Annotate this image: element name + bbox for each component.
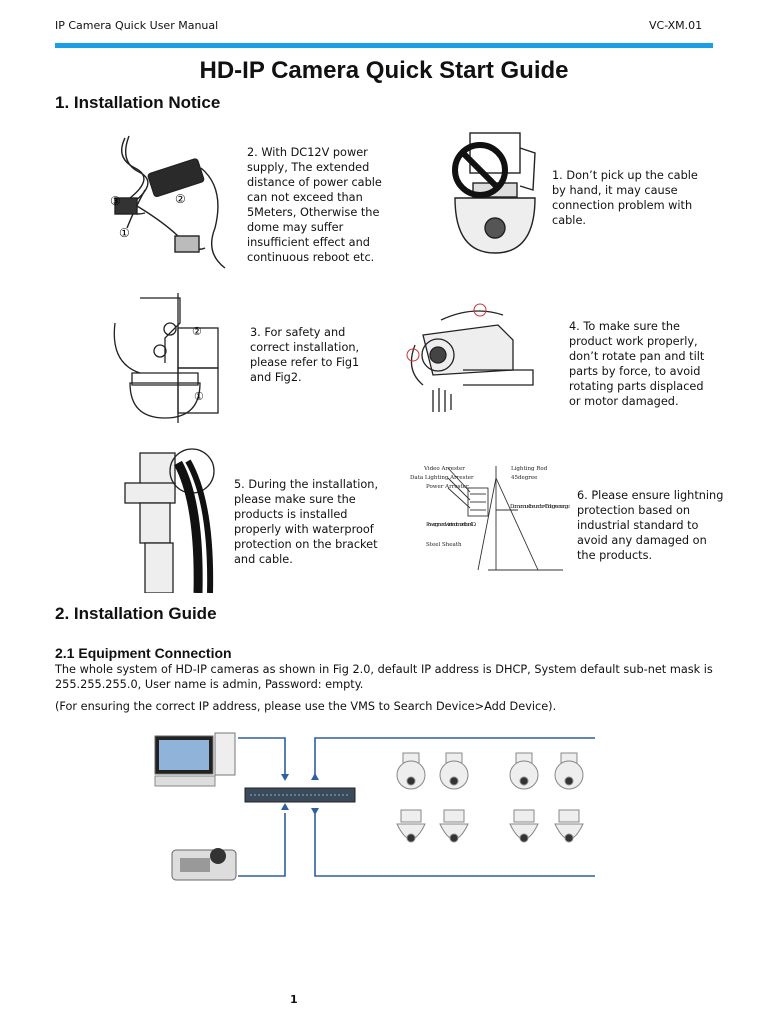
power-adapter-figure: ③ ② ① bbox=[110, 135, 226, 269]
pc-workstation-icon bbox=[154, 732, 236, 787]
power-marker-3: ③ bbox=[110, 194, 121, 208]
label-ground-wire: Power ground wire is not more than 4Ω bbox=[426, 522, 476, 528]
waterproof-bracket-figure bbox=[124, 448, 215, 593]
no-forced-rotation-figure bbox=[406, 303, 534, 412]
power-marker-1: ① bbox=[119, 226, 130, 240]
section-2-heading: 2. Installation Guide bbox=[55, 604, 217, 623]
running-header-title: IP Camera Quick User Manual bbox=[55, 19, 219, 32]
ptz-keyboard-controller-icon bbox=[171, 848, 237, 881]
equipment-connection-paragraph: The whole system of HD-IP cameras as sho… bbox=[55, 663, 713, 691]
subsection-2-1-heading: 2.1 Equipment Connection bbox=[55, 645, 232, 661]
lightning-protection-figure: Video Arrester Data Lighting Arrester Po… bbox=[410, 466, 570, 571]
document-code: VC-XM.01 bbox=[649, 19, 703, 32]
dome-no-cable-lift-figure bbox=[452, 132, 536, 254]
notice-5-text: 5. During the installation,please make s… bbox=[234, 478, 379, 566]
page-title: HD-IP Camera Quick Start Guide bbox=[199, 57, 569, 84]
ip-address-note: (For ensuring the correct IP address, pl… bbox=[55, 700, 557, 713]
label-steel-sheath: Steel Sheath bbox=[426, 542, 462, 548]
label-dome-range: Dome must be under 45degree range bbox=[510, 504, 570, 510]
bracket-installation-figure: ② ① bbox=[113, 293, 219, 423]
header-rule bbox=[55, 43, 713, 48]
bracket-marker-1: ① bbox=[194, 390, 204, 403]
dome-cameras-bottom-row bbox=[396, 809, 584, 843]
label-power-arrester: Power Arrester bbox=[426, 484, 469, 490]
page-number: 1 bbox=[290, 993, 298, 1006]
network-switch-icon bbox=[244, 787, 356, 803]
label-lighting-rod: Lighting Rod bbox=[511, 466, 548, 472]
network-connection-diagram bbox=[154, 732, 595, 881]
label-data-arrester: Data Lighting Arrester bbox=[410, 475, 474, 481]
label-45-degree: 45degree bbox=[511, 475, 537, 481]
bracket-marker-2: ② bbox=[192, 325, 202, 338]
label-video-arrester: Video Arrester bbox=[423, 466, 465, 472]
power-marker-2: ② bbox=[175, 192, 186, 206]
section-1-heading: 1. Installation Notice bbox=[55, 93, 221, 112]
dome-cameras-top-row bbox=[396, 752, 584, 790]
